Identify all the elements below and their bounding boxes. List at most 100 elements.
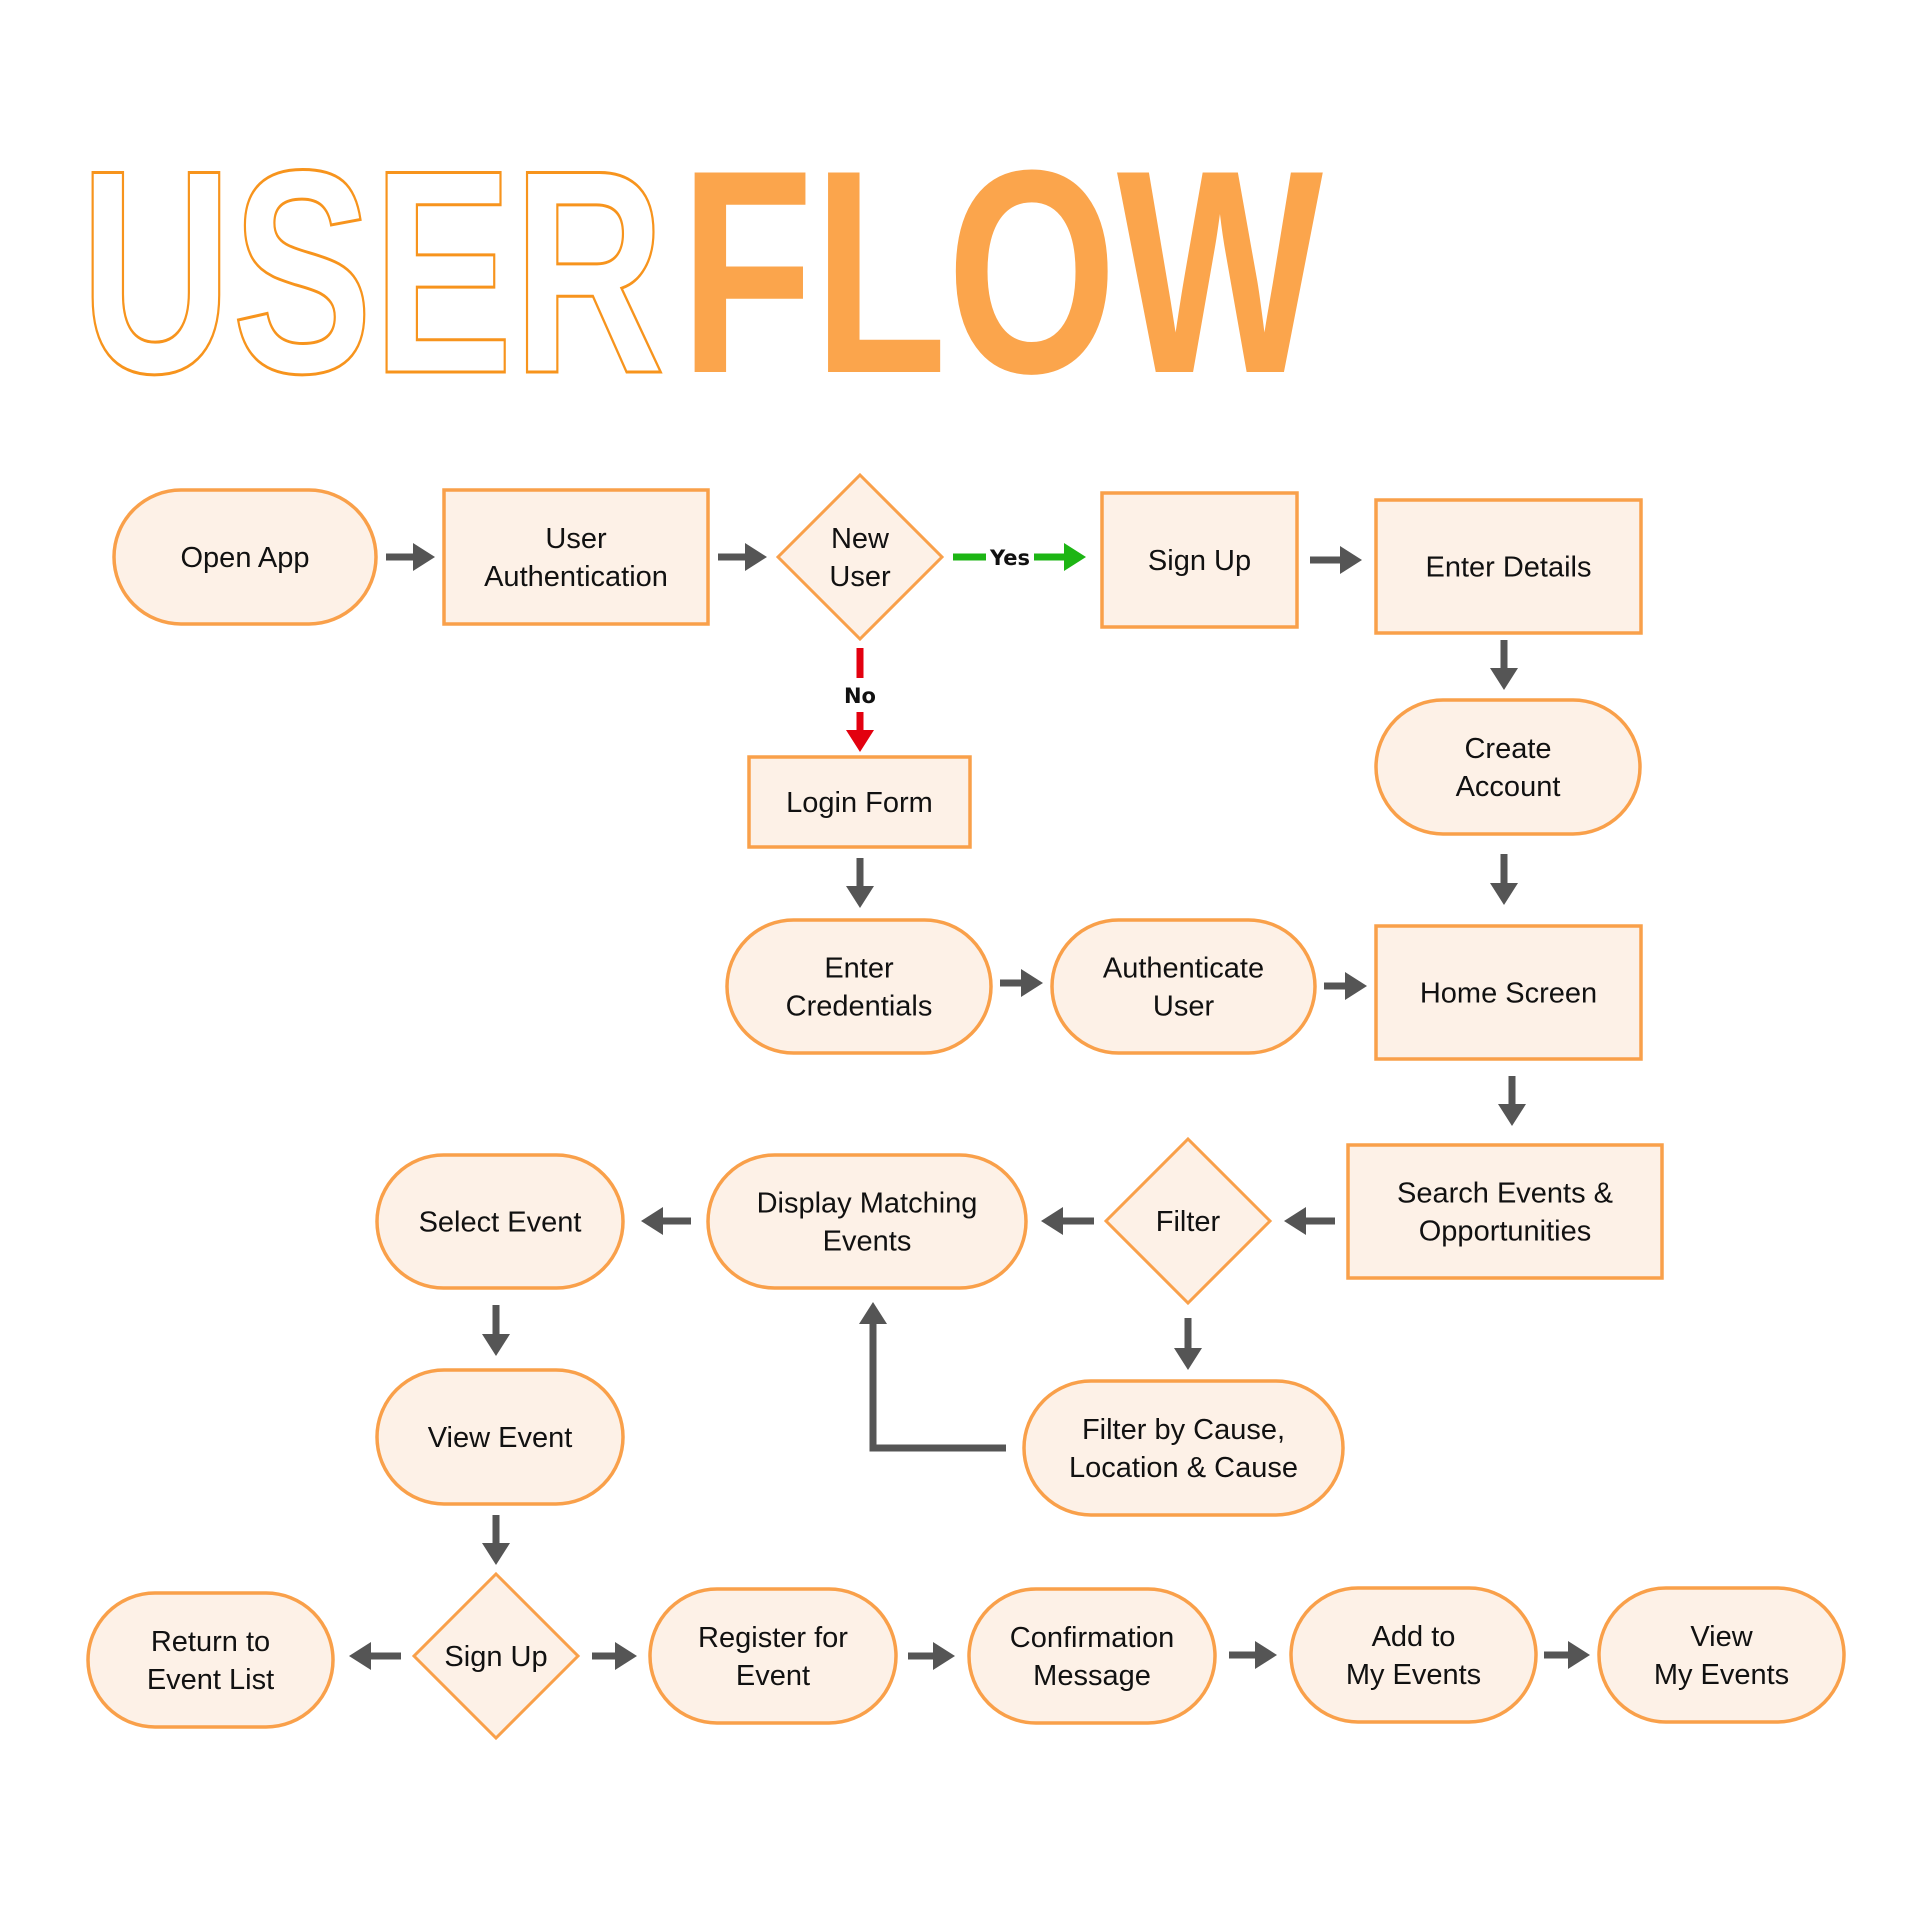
edge-new-user-to-sign-up: Yes — [953, 543, 1086, 571]
arrow-head-icon — [1021, 969, 1043, 997]
process-shape — [1374, 924, 1643, 1061]
node-label: User — [1153, 991, 1215, 1023]
edge-user-authentication-to-new-user — [718, 543, 767, 571]
node-label: Login Form — [786, 787, 933, 819]
node-sign-up-decision[interactable]: Sign Up — [411, 1571, 581, 1741]
terminal-shape — [1050, 918, 1317, 1055]
edge-search-events-to-filter — [1284, 1207, 1335, 1235]
node-label: User — [545, 523, 607, 555]
node-label: Credentials — [786, 991, 933, 1023]
node-search-events[interactable]: Search Events &Opportunities — [1346, 1143, 1664, 1280]
node-label: Sign Up — [444, 1641, 547, 1673]
terminal-shape — [1374, 698, 1642, 836]
yes-arrow — [1034, 543, 1086, 571]
terminal-shape — [1022, 1379, 1345, 1517]
node-label: View Event — [428, 1422, 573, 1454]
node-sign-up[interactable]: Sign Up — [1100, 491, 1299, 629]
node-label: Add to — [1372, 1621, 1456, 1653]
node-label: Enter Details — [1425, 552, 1591, 584]
node-view-event[interactable]: View Event — [375, 1368, 625, 1506]
node-label: New — [831, 523, 890, 555]
node-label: Account — [1456, 771, 1561, 803]
edge-enter-details-to-create-account — [1490, 640, 1518, 690]
edge-enter-credentials-to-authenticate-user — [1000, 969, 1043, 997]
arrow-head-icon — [1255, 1641, 1277, 1669]
arrow-head-icon — [846, 886, 874, 908]
arrow-head-icon — [615, 1642, 637, 1670]
node-label: Display Matching — [757, 1188, 978, 1220]
node-select-event[interactable]: Select Event — [375, 1153, 625, 1290]
terminal-shape — [1289, 1586, 1538, 1724]
arrow-head-icon — [1284, 1207, 1306, 1235]
node-label: Return to — [151, 1626, 270, 1658]
title-filled-word: FLOW — [680, 110, 1325, 434]
edge-filter-to-display-matching — [1041, 1207, 1094, 1235]
process-shape — [1346, 1143, 1664, 1280]
node-filter-by-cause[interactable]: Filter by Cause, Location & Cause — [1022, 1379, 1345, 1517]
edge-add-my-events-to-view-my-events — [1544, 1641, 1590, 1669]
title-outline-word: USER — [80, 110, 665, 434]
edge-new-user-to-login-form: No — [844, 648, 876, 752]
terminal-shape — [706, 1153, 1028, 1290]
process-shape — [442, 488, 710, 626]
node-label: Search Events & — [1397, 1178, 1613, 1210]
node-add-my-events[interactable]: Add to My Events — [1289, 1586, 1538, 1724]
arrow-head-icon — [1498, 1104, 1526, 1126]
node-label: My Events — [1346, 1659, 1481, 1691]
node-enter-details[interactable]: Enter Details — [1374, 498, 1643, 635]
node-label: My Events — [1654, 1659, 1789, 1691]
node-label: Authentication — [484, 561, 668, 593]
process-shape — [1100, 491, 1299, 629]
edge-confirmation-to-add-my-events — [1229, 1641, 1277, 1669]
edge-create-account-to-home-screen — [1490, 854, 1518, 905]
node-filter[interactable]: Filter — [1103, 1136, 1273, 1306]
decision-shape — [411, 1571, 581, 1741]
edge-filter-to-filter-by-cause — [1174, 1318, 1202, 1370]
terminal-shape — [375, 1153, 625, 1290]
node-label: User — [829, 561, 891, 593]
arrow-head-icon — [846, 730, 874, 752]
arrow-head-icon — [745, 543, 767, 571]
arrow-head-icon — [1490, 668, 1518, 690]
arrow-head-icon — [1490, 883, 1518, 905]
arrow-head-icon — [349, 1642, 371, 1670]
decision-shape — [775, 472, 945, 642]
edge-filter-by-cause-to-display-matching — [859, 1302, 1006, 1452]
edge-register-event-to-confirmation — [908, 1642, 955, 1670]
node-open-app[interactable]: Open App — [112, 488, 378, 626]
arrow-head-icon — [1064, 543, 1086, 571]
node-label: Filter — [1156, 1206, 1221, 1238]
node-label: Confirmation — [1010, 1622, 1174, 1654]
terminal-shape — [725, 918, 993, 1055]
node-label: Register for — [698, 1622, 848, 1654]
node-label: Events — [823, 1226, 912, 1258]
arrow-head-icon — [482, 1334, 510, 1356]
arrow-head-icon — [641, 1207, 663, 1235]
node-label: Authenticate — [1103, 953, 1264, 985]
node-label: Location & Cause — [1069, 1452, 1298, 1484]
edge-sign-up-to-enter-details — [1310, 546, 1362, 574]
yes-label: Yes — [989, 546, 1030, 570]
process-shape — [1374, 498, 1643, 635]
node-login-form[interactable]: Login Form — [747, 755, 972, 849]
terminal-shape — [86, 1591, 335, 1729]
edge-authenticate-user-to-home-screen — [1324, 972, 1367, 1000]
no-label: No — [844, 684, 876, 708]
arrow-head-icon — [413, 543, 435, 571]
terminal-shape — [648, 1587, 898, 1725]
node-home-screen[interactable]: Home Screen — [1374, 924, 1643, 1061]
decision-shape — [1103, 1136, 1273, 1306]
node-label: Filter by Cause, — [1082, 1414, 1285, 1446]
